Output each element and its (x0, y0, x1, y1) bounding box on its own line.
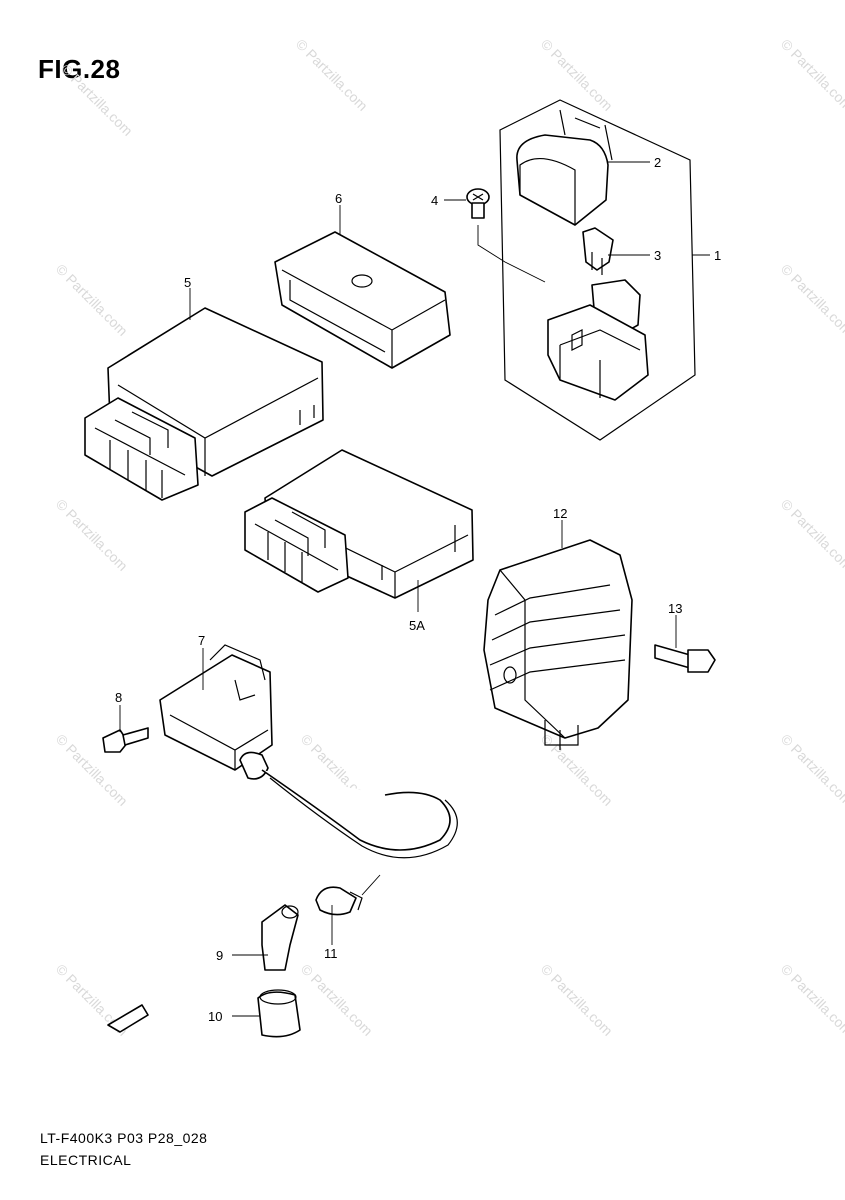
callout-10: 10 (208, 1009, 222, 1024)
watermark: © Partzilla.com (538, 36, 616, 114)
boot-part (257, 989, 301, 1038)
callout-labels: 1 2 3 4 5 5A 6 7 8 9 10 11 12 13 (115, 155, 721, 1024)
callout-6: 6 (335, 191, 342, 206)
ignition-cable-edge (269, 777, 458, 859)
clamp-part (315, 886, 363, 916)
ecm-unit-part (84, 307, 324, 501)
diagram-section-title: ELECTRICAL (40, 1152, 132, 1168)
bolt-part (654, 644, 716, 673)
callout-7: 7 (198, 633, 205, 648)
screw-part (466, 188, 490, 219)
callout-2: 2 (654, 155, 661, 170)
ignition-coil-part (159, 644, 273, 780)
callout-1: 1 (714, 248, 721, 263)
watermark: © Partzilla.com (298, 961, 376, 1039)
diagram-code: LT-F400K3 P03 P28_028 (40, 1130, 208, 1146)
callout-3: 3 (654, 248, 661, 263)
watermark: © Partzilla.com (778, 961, 845, 1039)
clamp-leader (361, 874, 381, 896)
watermark: © Partzilla.com (538, 731, 616, 809)
callout-4: 4 (431, 193, 438, 208)
watermark: © Partzilla.com (778, 731, 845, 809)
fuse-part (582, 227, 614, 275)
callout-9: 9 (216, 948, 223, 963)
callout-5a: 5A (409, 618, 425, 633)
callout-5: 5 (184, 275, 191, 290)
watermark: © Partzilla.com (58, 61, 136, 139)
coil-bolt-part (102, 727, 149, 753)
callout-11: 11 (324, 946, 338, 961)
plug-cap-part (261, 904, 299, 971)
watermark: © Partzilla.com (778, 261, 845, 339)
callout-12: 12 (553, 506, 567, 521)
relay-cover-part (516, 109, 613, 226)
watermark: © Partzilla.com (778, 496, 845, 574)
figure-title: FIG.28 (38, 54, 121, 84)
watermark: © Partzilla.com (53, 496, 131, 574)
watermark: © Partzilla.com (53, 261, 131, 339)
leader-lines (119, 161, 710, 1017)
callout-13: 13 (668, 601, 682, 616)
ecm-cover-part (274, 231, 451, 369)
screw-leader (477, 225, 546, 283)
watermark: © Partzilla.com (538, 961, 616, 1039)
starter-relay-part (547, 279, 649, 401)
relay-assembly-frame (499, 99, 696, 441)
ignition-cable (261, 769, 451, 851)
watermark: © Partzilla.com (293, 36, 371, 114)
regulator-part (483, 539, 633, 750)
ecm-variant-part (244, 449, 474, 599)
watermark: © Partzilla.com (778, 36, 845, 114)
callout-8: 8 (115, 690, 122, 705)
